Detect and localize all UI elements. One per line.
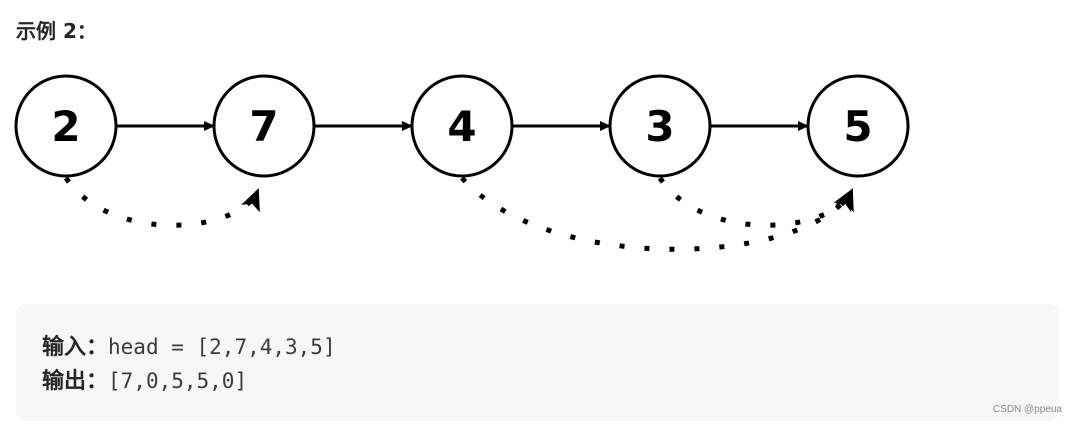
linked-list-diagram: 2 7 4 3 5	[14, 74, 910, 252]
node-label: 7	[249, 102, 278, 151]
input-value: head = [2,7,4,3,5]	[108, 335, 336, 359]
watermark: CSDN @ppeua	[992, 404, 1062, 415]
answer-arc-2	[657, 176, 855, 228]
node-circle	[410, 74, 514, 178]
node-circle	[212, 74, 316, 178]
example-heading: 示例 2：	[16, 19, 97, 43]
list-node-0: 2	[14, 74, 118, 178]
answer-arc-1	[460, 176, 855, 252]
output-label: 输出：	[42, 369, 109, 394]
node-circle	[608, 74, 712, 178]
node-label: 5	[843, 102, 872, 151]
list-nodes: 2 7 4 3 5	[14, 74, 910, 178]
node-label: 2	[51, 102, 80, 151]
answer-edges	[63, 176, 855, 252]
list-node-2: 4	[410, 74, 514, 178]
node-circle	[14, 74, 118, 178]
input-label: 输入：	[42, 335, 109, 360]
output-value: [7,0,5,5,0]	[108, 369, 248, 393]
node-label: 3	[645, 102, 674, 151]
node-circle	[806, 74, 910, 178]
list-node-3: 3	[608, 74, 712, 178]
example-code-block: 输入：head = [2,7,4,3,5] 输出：[7,0,5,5,0]	[16, 304, 1059, 421]
input-line: 输入：head = [2,7,4,3,5]	[42, 331, 336, 364]
list-node-1: 7	[212, 74, 316, 178]
node-label: 4	[447, 102, 476, 151]
output-line: 输出：[7,0,5,5,0]	[42, 365, 247, 398]
list-node-4: 5	[806, 74, 910, 178]
answer-arc-0	[63, 176, 261, 228]
